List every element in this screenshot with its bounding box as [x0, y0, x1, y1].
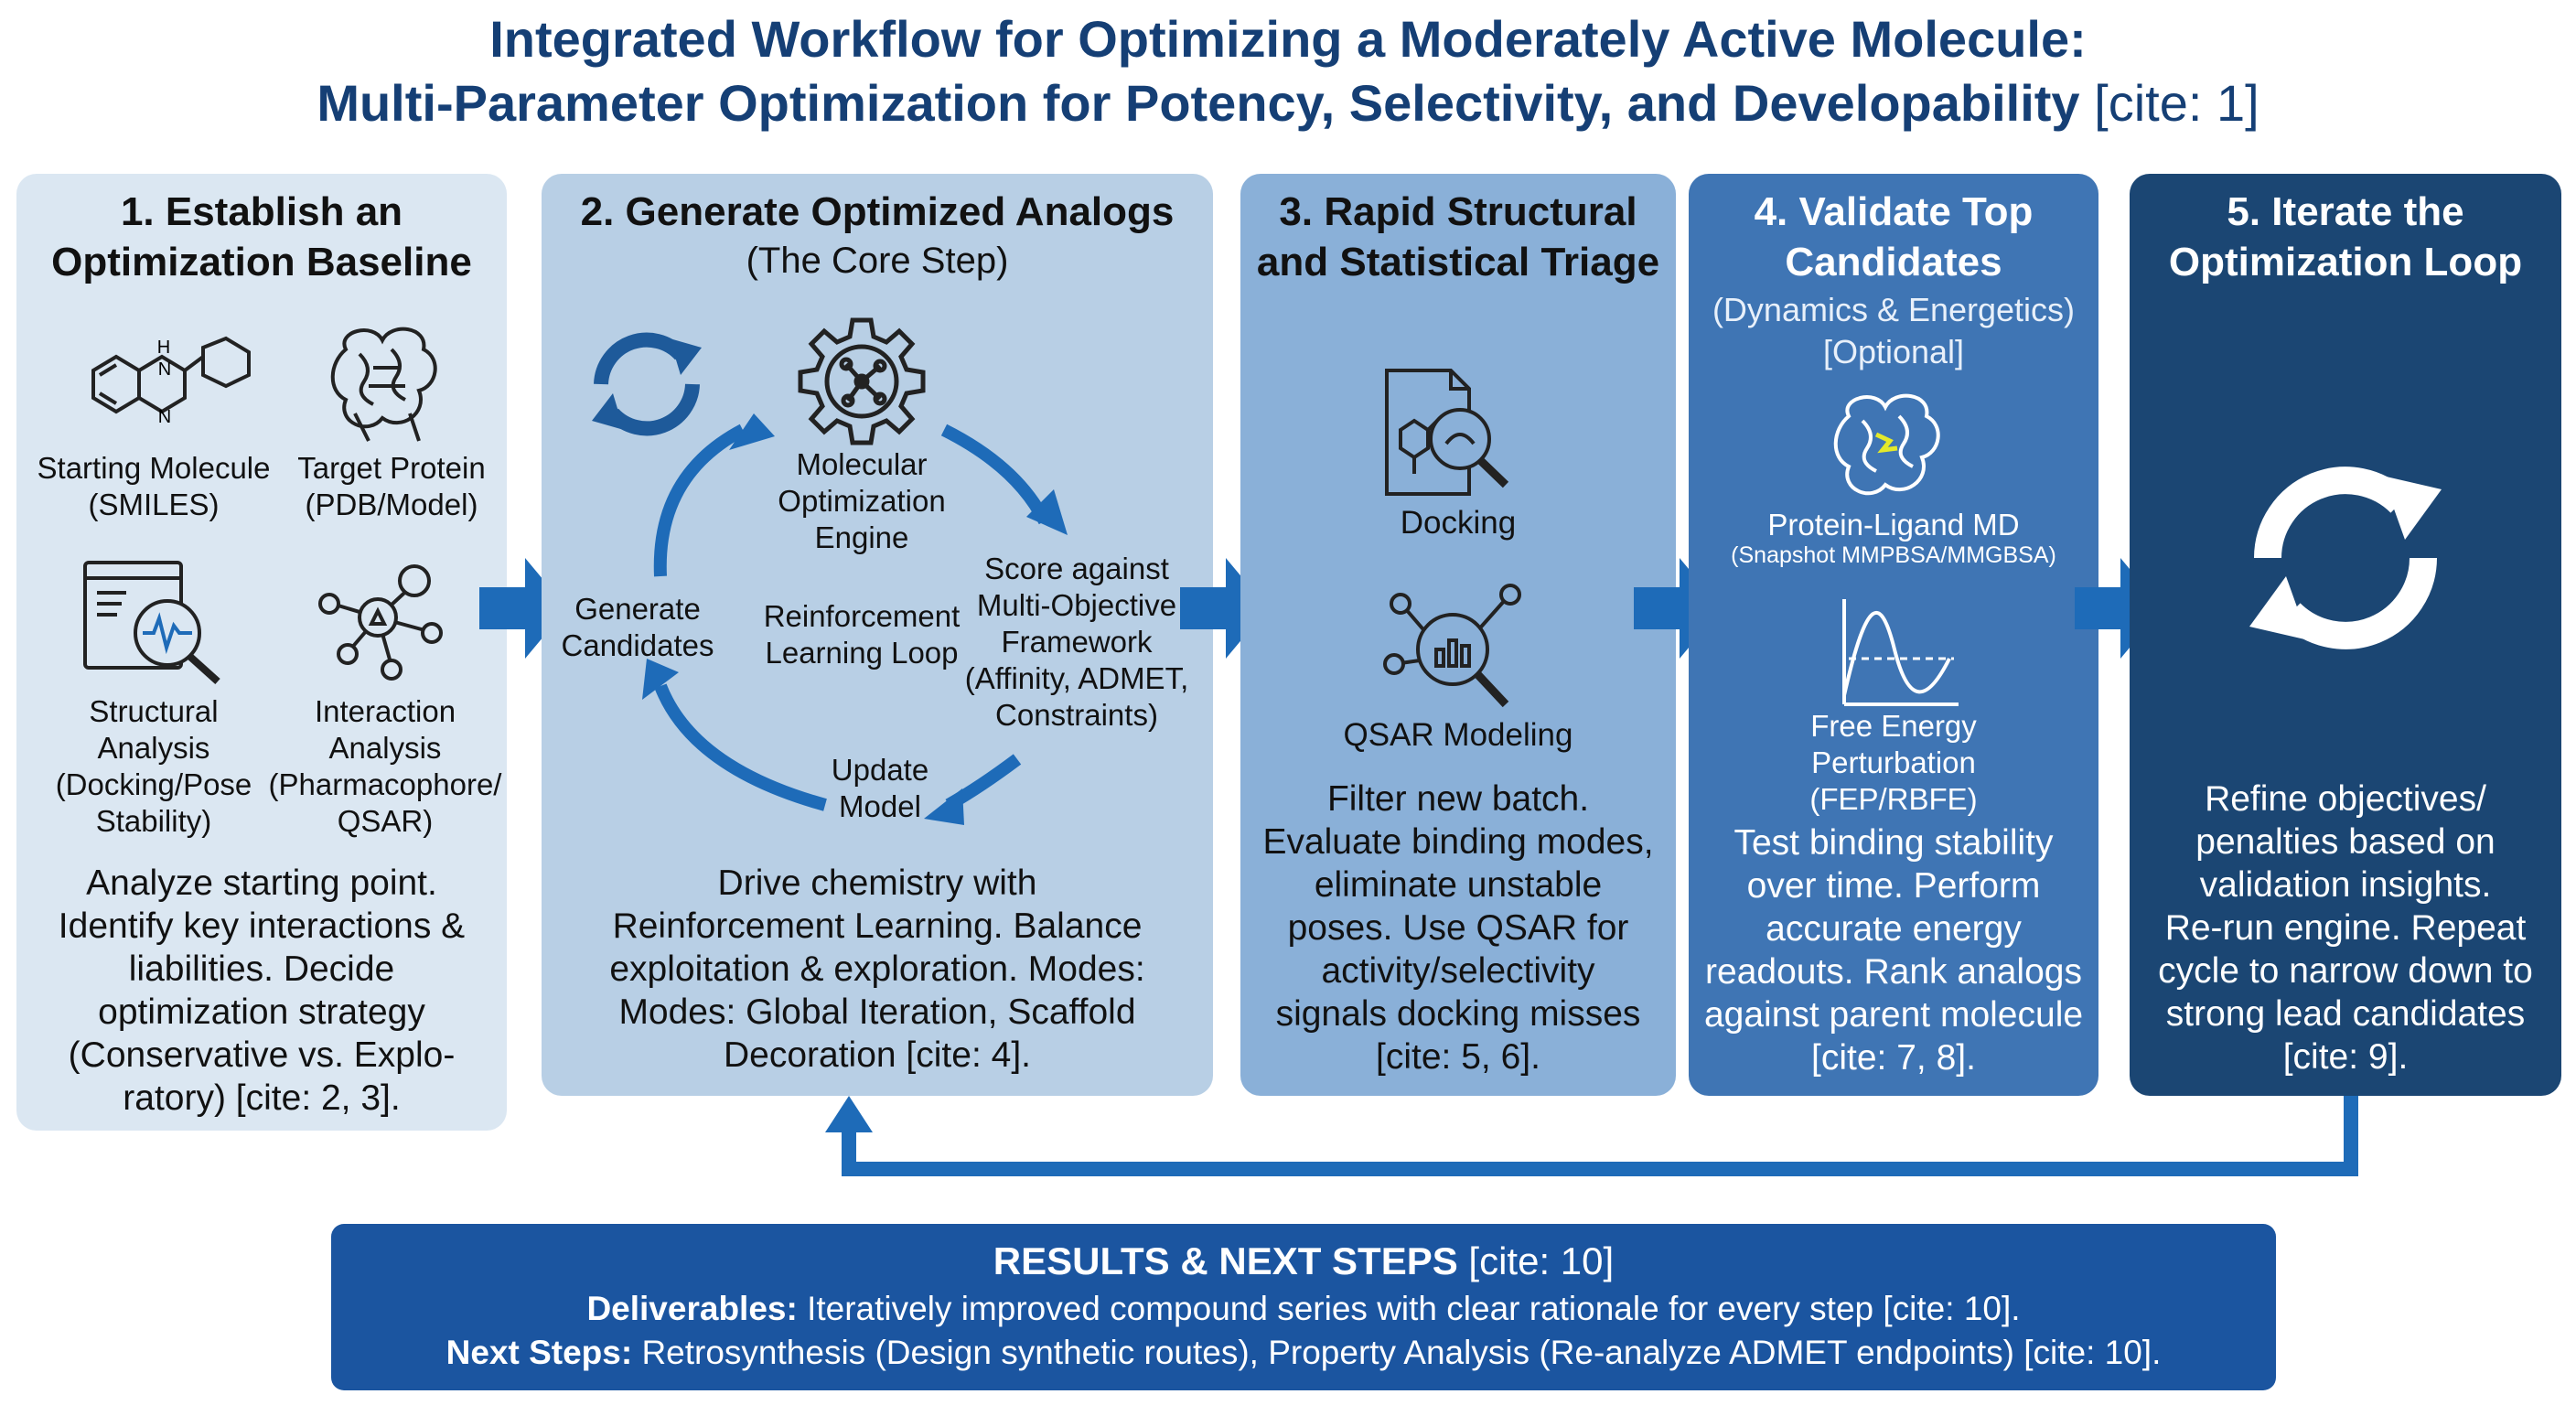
panel-1-description: Analyze starting point. Identify key int… — [58, 863, 466, 1118]
molecule-atom-n2: N — [158, 407, 171, 427]
panel-3-description: Filter new batch. Evaluate binding modes… — [1262, 779, 1654, 1077]
panel-3-title: 3. Rapid Structural and Statistical Tria… — [1256, 189, 1660, 284]
deliverables-label: Deliverables: — [586, 1290, 798, 1327]
panel-4-description: Test binding stability over time. Perfor… — [1703, 823, 2084, 1078]
update-model-label: Update Model — [831, 753, 929, 823]
panel-generate-analogs: 2. Generate Optimized Analogs (The Core … — [542, 174, 1213, 1096]
free-energy-curve-icon — [1842, 599, 1959, 706]
panel-validate: 4. Validate Top Candidates (Dynamics & E… — [1689, 174, 2098, 1096]
molecule-atom-n1: N — [158, 359, 171, 380]
title-line-2: Multi-Parameter Optimization for Potency… — [0, 71, 2576, 135]
diagram-title: Integrated Workflow for Optimizing a Mod… — [0, 7, 2576, 135]
fep-label: Free Energy Perturbation (FEP/RBFE) — [1809, 709, 1978, 816]
panel-4-subtitle: (Dynamics & Energetics) [Optional] — [1712, 291, 2076, 370]
generate-candidates-label: Generate Candidates — [561, 592, 714, 662]
optimization-engine-label: Molecular Optimization Engine — [778, 447, 946, 554]
panel-2-title: 2. Generate Optimized Analogs — [580, 189, 1175, 234]
feedback-loop-arrow — [825, 1096, 2358, 1176]
docking-icon — [1385, 369, 1509, 496]
qsar-modeling-label: QSAR Modeling — [1343, 717, 1573, 753]
deliverables-line: Deliverables: Iteratively improved compo… — [331, 1288, 2276, 1330]
structural-analysis-label: Structural Analysis (Docking/Pose Stabil… — [55, 694, 252, 838]
results-title-cite: [cite: 10] — [1457, 1239, 1615, 1282]
panel-5-title: 5. Iterate the Optimization Loop — [2168, 189, 2523, 284]
panel-4-title: 4. Validate Top Candidates — [1754, 189, 2034, 284]
md-snapshot-label: (Snapshot MMPBSA/MMGBSA) — [1731, 542, 2056, 568]
title-line-2-text: Multi-Parameter Optimization for Potency… — [317, 74, 2080, 132]
iterate-cycle-icon — [2249, 467, 2442, 649]
protein-ligand-md-icon — [1833, 393, 1940, 496]
starting-molecule-label: Starting Molecule (SMILES) — [37, 451, 271, 521]
panel-establish-baseline: 1. Establish an Optimization Baseline H … — [16, 174, 507, 1131]
next-steps-label: Next Steps: — [445, 1334, 633, 1371]
interaction-network-icon — [318, 564, 443, 681]
rl-cycle-arrows — [642, 413, 1068, 825]
panel-triage: 3. Rapid Structural and Statistical Tria… — [1240, 174, 1676, 1096]
optimization-engine-gear-icon — [798, 317, 926, 445]
score-framework-label: Score against Multi-Objective Framework … — [964, 552, 1189, 732]
title-line-1: Integrated Workflow for Optimizing a Mod… — [489, 10, 2087, 68]
next-steps-line: Next Steps: Retrosynthesis (Design synth… — [331, 1332, 2276, 1374]
protein-icon — [330, 327, 437, 442]
refresh-cycle-icon — [592, 332, 702, 436]
protein-ligand-md-label: Protein-Ligand MD — [1767, 508, 2020, 542]
molecule-atom-h: H — [157, 338, 170, 358]
results-title-text: RESULTS & NEXT STEPS — [993, 1239, 1458, 1282]
title-cite: [cite: 1] — [2079, 74, 2259, 132]
qsar-modeling-icon — [1383, 584, 1521, 708]
results-next-steps-box: RESULTS & NEXT STEPS [cite: 10] Delivera… — [331, 1224, 2276, 1390]
results-title: RESULTS & NEXT STEPS [cite: 10] — [331, 1239, 2276, 1284]
panel-2-description: Drive chemistry with Reinforcement Learn… — [609, 863, 1145, 1075]
deliverables-text: Iteratively improved compound series wit… — [797, 1290, 2021, 1327]
panel-iterate: 5. Iterate the Optimization Loop Refine … — [2130, 174, 2561, 1096]
panel-2-subtitle: (The Core Step) — [746, 241, 1009, 281]
reinforcement-loop-label: Reinforcement Learning Loop — [763, 599, 961, 670]
target-protein-label: Target Protein (PDB/Model) — [297, 451, 486, 521]
next-steps-text: Retrosynthesis (Design synthetic routes)… — [632, 1334, 2162, 1371]
panel-5-description: Refine objectives/ penalties based on va… — [2158, 779, 2533, 1077]
panel-1-title: 1. Establish an Optimization Baseline — [51, 189, 472, 284]
docking-label: Docking — [1400, 505, 1517, 541]
structural-analysis-icon — [83, 561, 220, 684]
molecule-icon: H N N — [91, 336, 251, 427]
interaction-analysis-label: Interaction Analysis (Pharmacophore/ QSA… — [268, 694, 502, 838]
